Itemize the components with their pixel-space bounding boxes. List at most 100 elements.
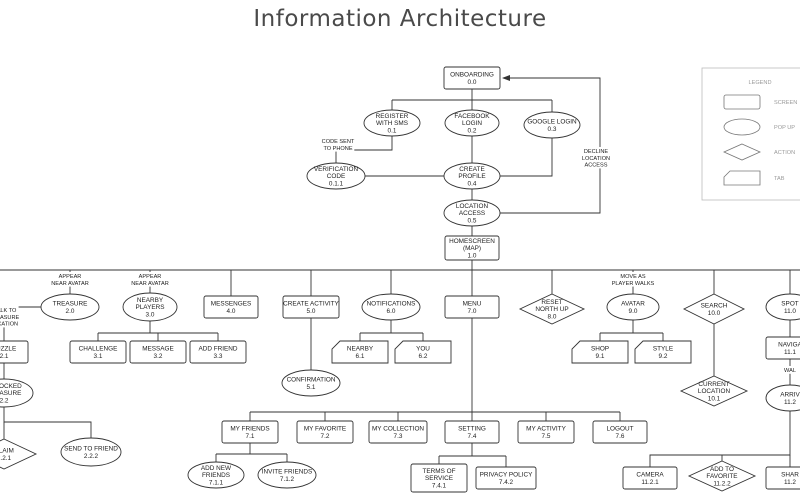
- node-label: SETTING: [458, 426, 486, 433]
- node-label: SHAR: [781, 472, 799, 479]
- node-label: 0.4: [468, 180, 477, 187]
- legend-label: POP UP: [774, 125, 795, 131]
- screen-box: [765, 466, 800, 490]
- popup-ellipse: [122, 292, 178, 322]
- connector-line: [649, 411, 791, 467]
- edge-label-text: LOCATION: [582, 156, 610, 162]
- popup-ellipse: [0, 378, 34, 408]
- node-label: 9.0: [629, 308, 638, 315]
- node-label: NAVIGA: [778, 342, 800, 349]
- node-label: NOTIFICATIONS: [367, 301, 416, 308]
- node-label: 7.1.1: [209, 479, 224, 486]
- node-label: 10.0: [708, 310, 721, 317]
- node-label: 7.1: [246, 433, 255, 440]
- node-label: MY FRIENDS: [230, 426, 269, 433]
- node-label: LOCATION: [456, 203, 489, 210]
- edge-label-walk-spot: WAL: [783, 366, 797, 374]
- node-label: 11.2: [784, 479, 796, 486]
- popup-ellipse: [443, 162, 501, 190]
- popup-ellipse: [40, 293, 100, 321]
- popup-ellipse: [257, 461, 317, 489]
- node-label: 7.2: [321, 433, 330, 440]
- node-label: FAVORITE: [706, 473, 737, 480]
- node-label: (MAP): [463, 245, 481, 252]
- node-label: 7.0: [468, 308, 477, 315]
- screen-box: [129, 340, 187, 364]
- node-claim: CLAIM2.2.1: [0, 438, 38, 470]
- node-label: CURRENT: [698, 381, 729, 388]
- node-label: 2.2.2: [84, 453, 99, 460]
- popup-ellipse: [361, 293, 421, 321]
- node-label: 6.2: [419, 353, 428, 360]
- screen-box: [592, 420, 648, 444]
- screen-box: [410, 463, 468, 493]
- legend-ellipse: [723, 118, 761, 136]
- node-label: 11.0: [784, 308, 796, 315]
- node-label: NEARBY: [137, 297, 164, 304]
- edge-label-text: TREASURE: [0, 315, 19, 321]
- connectors: [0, 75, 800, 467]
- screen-box: [189, 340, 247, 364]
- node-label: CLAIM: [0, 448, 14, 455]
- node-label: PROFILE: [458, 173, 485, 180]
- edge-label-text: CODE SENT: [322, 139, 355, 145]
- node-label: PUZZLE: [0, 346, 16, 353]
- node-label: RESET: [541, 299, 562, 306]
- action-diamond: [518, 293, 586, 325]
- node-label: MY ACTIVITY: [526, 426, 566, 433]
- node-label: SHOP: [591, 346, 609, 353]
- node-label: 0.1.1: [329, 180, 344, 187]
- node-label: 0.0: [468, 79, 477, 86]
- node-label: 7.1.2: [280, 476, 295, 483]
- node-label: NORTH UP: [535, 306, 568, 313]
- node-label: 7.4.1: [432, 482, 447, 489]
- legend-label: ACTION: [774, 150, 795, 156]
- screen-box: [622, 466, 678, 490]
- node-puzzle: PUZZLE2.1: [0, 340, 29, 364]
- node-label: 2.0: [66, 308, 75, 315]
- edge-label-text: APPEAR: [59, 274, 82, 280]
- tab-shape: [394, 340, 452, 364]
- node-label: FRIENDS: [202, 472, 230, 479]
- popup-ellipse: [765, 293, 800, 321]
- popup-ellipse: [523, 111, 581, 139]
- node-label: PRIVACY POLICY: [480, 472, 533, 479]
- node-label: MY COLLECTION: [372, 426, 424, 433]
- edge-label-text: ACCESS: [584, 163, 607, 169]
- node-label: 11.2: [784, 399, 796, 406]
- node-label: CREATE: [459, 166, 484, 173]
- popup-ellipse: [443, 199, 501, 227]
- connector-line: [335, 136, 393, 163]
- action-diamond: [682, 293, 746, 325]
- edge-label-backing: [783, 366, 797, 374]
- edge-label-text: NEAR AVATAR: [51, 281, 89, 287]
- node-label: 3.3: [214, 353, 223, 360]
- action-diamond: [687, 460, 757, 492]
- edge-label-text: MOVE AS: [620, 274, 645, 280]
- screen-box: [203, 295, 259, 319]
- legend-diamond: [723, 143, 761, 161]
